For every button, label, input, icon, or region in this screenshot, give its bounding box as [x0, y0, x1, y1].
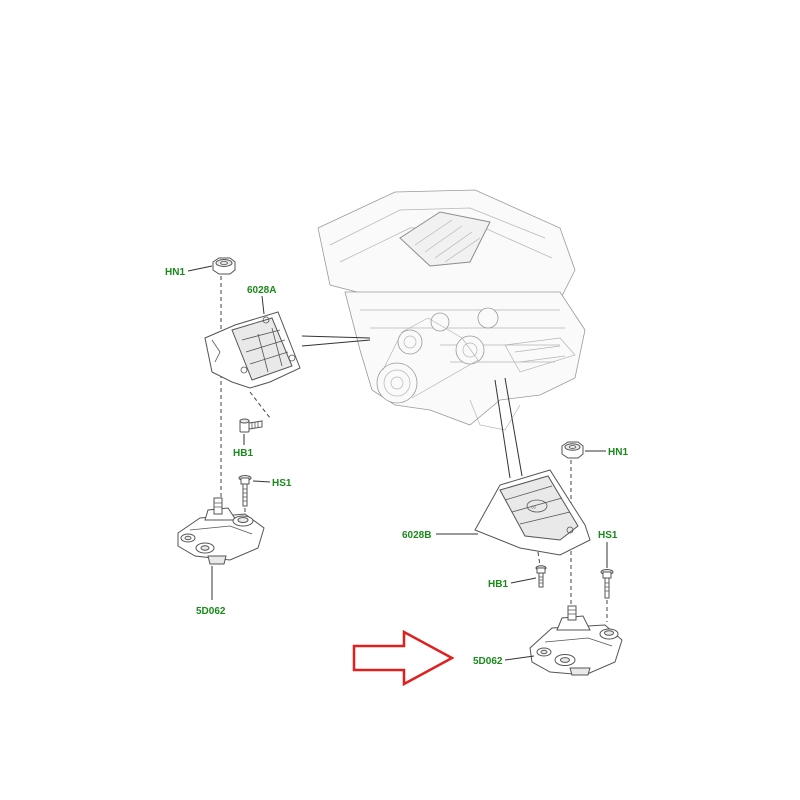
engine-mount-5d062-left: [177, 497, 265, 565]
label-hn1-right: HN1: [608, 447, 628, 458]
label-5d062-left: 5D062: [196, 606, 226, 617]
leader-line: [494, 379, 511, 479]
hb1-bolt-left: [239, 418, 263, 433]
leader-line: [301, 339, 371, 347]
hs1-stud-right: [600, 569, 614, 599]
leader-line: [504, 377, 523, 477]
label-hb1-left: HB1: [233, 448, 253, 459]
hs1-stud-left: [238, 475, 252, 507]
bracket-6028b: ◊◊: [474, 469, 591, 556]
engine-mount-5d062-right: [529, 605, 623, 676]
hb1-bolt-right: [535, 565, 547, 588]
label-hn1-left: HN1: [165, 267, 185, 278]
label-6028b: 6028B: [402, 530, 431, 541]
label-hs1-right: HS1: [598, 530, 618, 541]
bracket-6028a: [204, 311, 301, 389]
label-5d062-right: 5D062: [473, 656, 503, 667]
red-outline-arrow-icon: [352, 629, 455, 687]
label-hs1-left: HS1: [272, 478, 292, 489]
label-hb1-right: HB1: [488, 579, 508, 590]
hn1-nut-right: [561, 441, 584, 459]
leader-line: [301, 335, 371, 339]
bracket-stamp-mark: ◊◊: [531, 505, 536, 511]
label-6028a: 6028A: [247, 285, 276, 296]
hn1-nut-left: [212, 257, 236, 275]
engine-illustration: [317, 189, 586, 431]
